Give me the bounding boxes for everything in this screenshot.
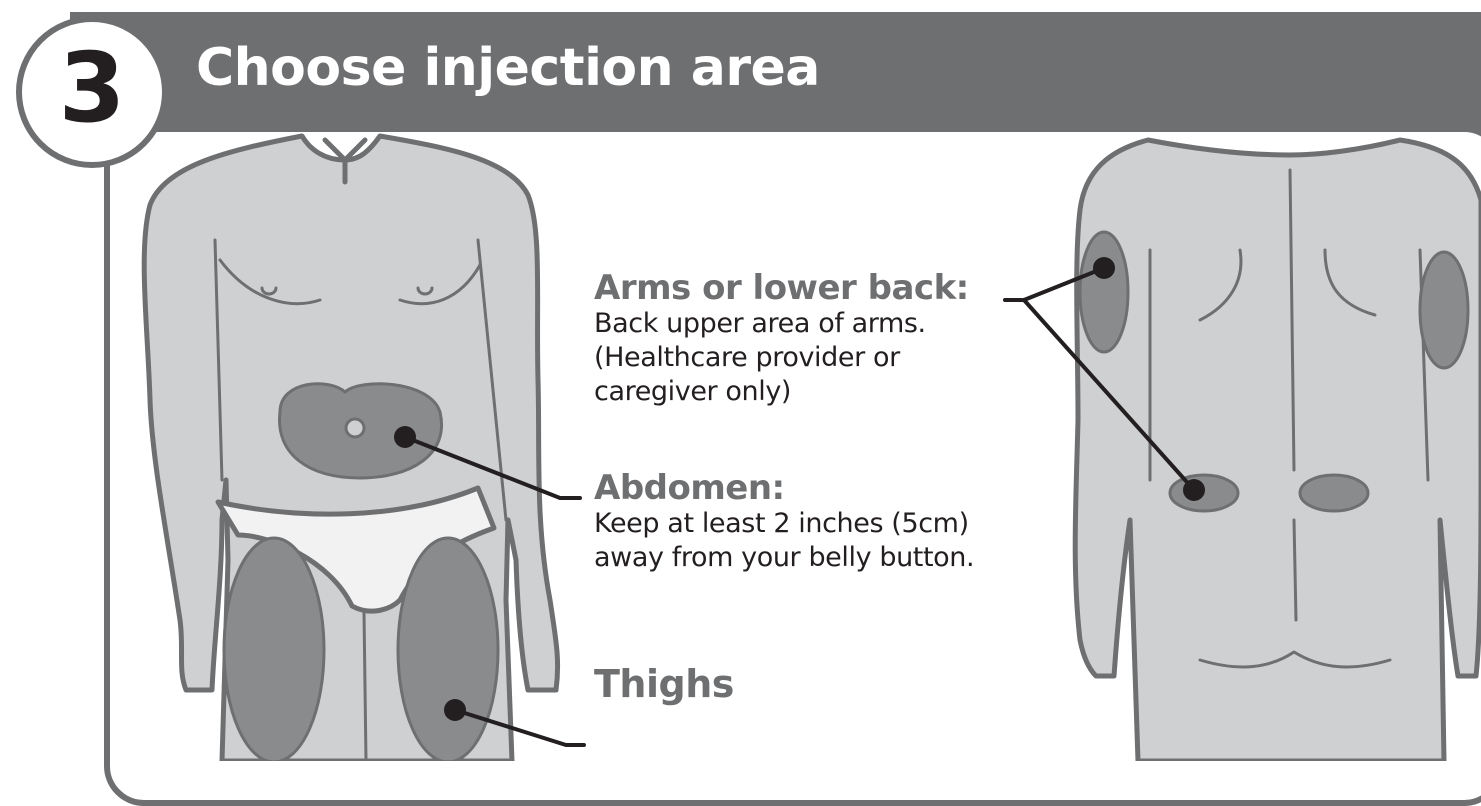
back-body-figure [1075,140,1481,761]
abdomen-marker-dot [394,426,416,448]
arms-lower-back-desc-line-1: Back upper area of arms. [594,307,969,341]
left-thigh-zone [224,538,324,761]
abdomen-desc-line-2: away from your belly button. [594,541,974,575]
back-body-silhouette [1075,140,1481,761]
abdomen-label: Abdomen: Keep at least 2 inches (5cm) aw… [594,470,974,575]
abdomen-desc-line-1: Keep at least 2 inches (5cm) [594,507,974,541]
belly-button-icon [346,419,364,437]
lower-back-marker-dot [1183,479,1205,501]
step-number: 3 [22,40,162,136]
arms-lower-back-label: Arms or lower back: Back upper area of a… [594,270,969,409]
right-lower-back-zone [1300,475,1368,511]
thigh-marker-dot [444,699,466,721]
arm-marker-dot [1093,257,1115,279]
right-thigh-zone [398,538,498,761]
arms-lower-back-desc-line-3: caregiver only) [594,375,969,409]
back-buttocks-split [1294,520,1296,620]
thighs-title: Thighs [594,664,734,706]
thighs-label: Thighs [594,664,734,706]
abdomen-title: Abdomen: [594,470,974,507]
step-number-badge: 3 [16,16,168,168]
step-title: Choose injection area [196,38,820,98]
arms-lower-back-title: Arms or lower back: [594,270,969,307]
front-leg-split [364,612,366,761]
left-arm-zone [1080,232,1128,352]
arms-lower-back-desc-line-2: (Healthcare provider or [594,341,969,375]
belly-button [346,419,364,437]
right-arm-zone [1420,252,1468,368]
